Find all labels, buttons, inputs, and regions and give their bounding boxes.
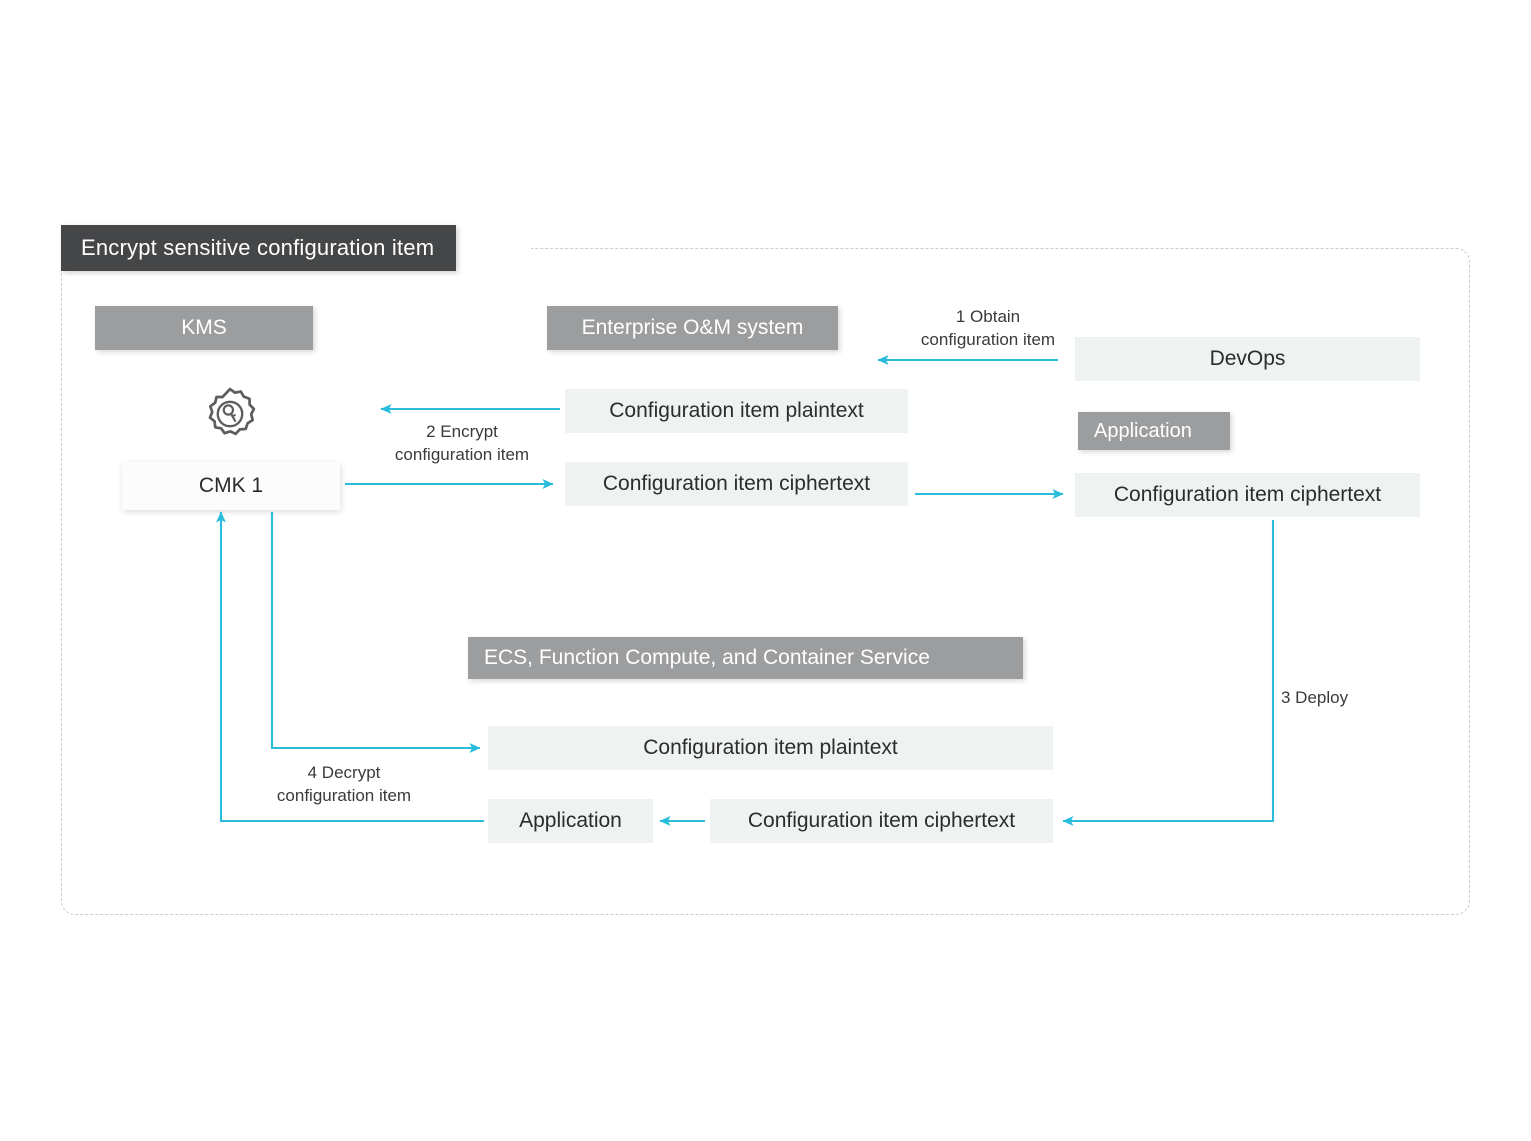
kms-header: KMS [95, 306, 313, 350]
kms-item-cmk1[interactable]: CMK 1 [122, 462, 340, 510]
oam-item-ciphertext[interactable]: Configuration item ciphertext [565, 462, 908, 506]
compute-item-plaintext[interactable]: Configuration item plaintext [488, 726, 1053, 770]
oam-item-plaintext[interactable]: Configuration item plaintext [565, 389, 908, 433]
flow-4-label-line1: 4 Decrypt [307, 763, 381, 782]
compute-card [468, 678, 1075, 883]
devops-item[interactable]: DevOps [1075, 337, 1420, 381]
application-header: Application [1078, 412, 1230, 450]
oam-card [547, 348, 922, 540]
oam-header: Enterprise O&M system [547, 306, 838, 350]
flow-1-label-line1: 1 Obtain [955, 307, 1021, 326]
flow-2-label-line1: 2 Encrypt [426, 422, 498, 441]
diagram-title: Encrypt sensitive configuration item [61, 225, 457, 271]
flow-3-label: 3 Deploy [1281, 687, 1401, 710]
key-seal-icon [201, 385, 259, 448]
flow-1-label: 1 Obtain configuration item [912, 306, 1064, 352]
compute-header: ECS, Function Compute, and Container Ser… [468, 637, 1023, 679]
flow-4-label-line2: configuration item [276, 785, 412, 805]
flow-3-label-line1: 3 Deploy [1281, 688, 1349, 707]
diagram-boundary [61, 248, 1470, 915]
flow-4-label: 4 Decrypt configuration item [268, 762, 420, 808]
flow-2-label-line2: configuration item [394, 444, 530, 464]
flow-1-label-line2: configuration item [920, 329, 1056, 349]
compute-item-ciphertext[interactable]: Configuration item ciphertext [710, 799, 1053, 843]
compute-item-application[interactable]: Application [488, 799, 653, 843]
application-item-ciphertext[interactable]: Configuration item ciphertext [1075, 473, 1420, 517]
flow-2-label: 2 Encrypt configuration item [386, 421, 538, 467]
